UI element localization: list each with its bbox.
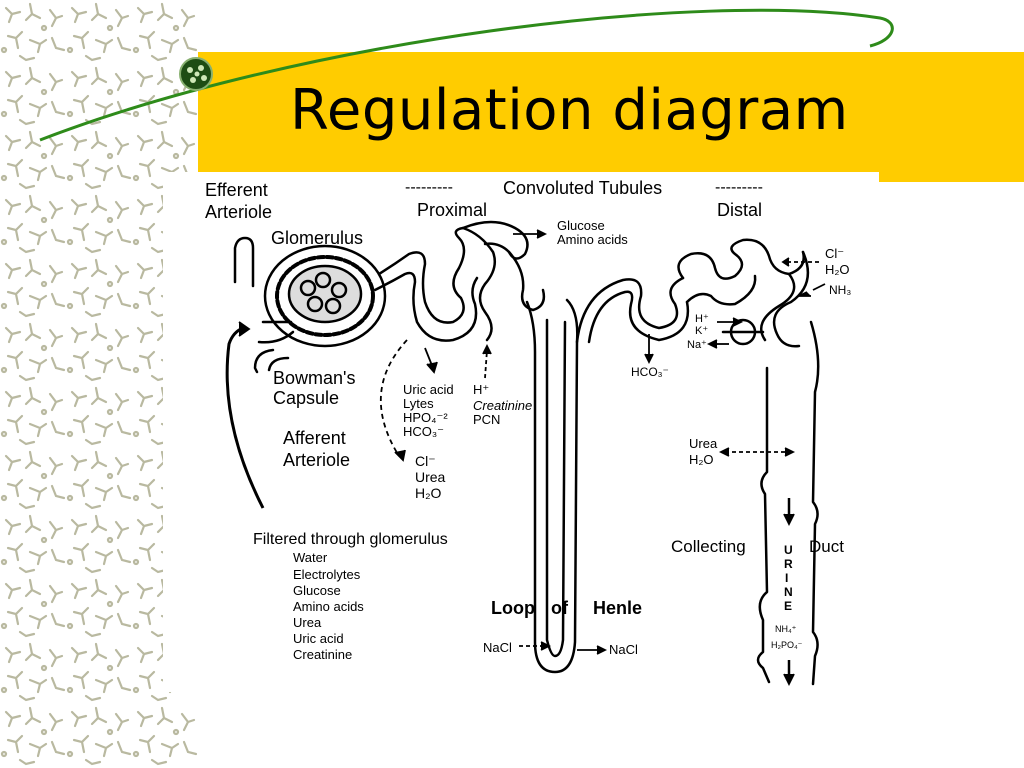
filtered-item-0: Water bbox=[293, 550, 328, 565]
label-nh3: NH₃ bbox=[829, 283, 851, 297]
label-afferent: Afferent bbox=[283, 428, 346, 448]
glomerulus-shape bbox=[263, 244, 387, 348]
label-h2o-right2: H₂O bbox=[689, 452, 714, 467]
label-pcn: PCN bbox=[473, 412, 500, 427]
label-henle: Henle bbox=[593, 598, 642, 618]
collecting-duct-shape bbox=[756, 366, 771, 684]
label-capsule: Capsule bbox=[273, 388, 339, 408]
filtered-item-5: Uric acid bbox=[293, 631, 344, 646]
label-amino-acids-top: Amino acids bbox=[557, 232, 628, 247]
label-hpo4: HPO₄⁻² bbox=[403, 410, 448, 425]
label-loop: Loop bbox=[491, 598, 535, 618]
filtered-item-6: Creatinine bbox=[293, 647, 352, 662]
filtered-item-4: Urea bbox=[293, 615, 322, 630]
distal-tubule-shape bbox=[677, 238, 805, 280]
label-creatinine-mid: Creatinine bbox=[473, 398, 532, 413]
label-convoluted-tubules: Convoluted Tubules bbox=[503, 178, 662, 198]
label-hco3-left: HCO₃⁻ bbox=[403, 424, 444, 439]
nephron-diagram: Efferent Arteriole Glomerulus --------- … bbox=[205, 178, 851, 687]
label-k-plus: K⁺ bbox=[695, 325, 708, 337]
urine-letter-2: I bbox=[785, 571, 788, 585]
filtered-item-3: Amino acids bbox=[293, 599, 364, 614]
filtered-item-2: Glucose bbox=[293, 583, 341, 598]
filtered-list: Water Electrolytes Glucose Amino acids U… bbox=[293, 550, 364, 662]
label-distal: Distal bbox=[717, 200, 762, 220]
filtered-heading: Filtered through glomerulus bbox=[253, 531, 448, 548]
label-h2po4: H₂PO₄⁻ bbox=[771, 640, 803, 650]
label-nacl-left: NaCl bbox=[483, 640, 512, 655]
label-cl-left: Cl⁻ bbox=[415, 453, 436, 469]
label-h2o-left: H₂O bbox=[415, 485, 442, 501]
efferent-arteriole-shape bbox=[233, 236, 255, 288]
label-of: of bbox=[551, 598, 569, 618]
label-urea-left: Urea bbox=[415, 469, 446, 485]
loop-of-henle-shape bbox=[525, 298, 579, 674]
label-glomerulus: Glomerulus bbox=[271, 228, 363, 248]
proximal-tubule-shape bbox=[377, 226, 496, 342]
label-nh4: NH₄⁺ bbox=[775, 624, 797, 634]
label-uric-acid: Uric acid bbox=[403, 382, 454, 397]
label-proximal: Proximal bbox=[417, 200, 487, 220]
label-duct: Duct bbox=[809, 537, 844, 556]
label-na-plus: Na⁺ bbox=[687, 339, 707, 351]
label-h-plus-mid: H⁺ bbox=[473, 382, 489, 397]
slide-title: Regulation diagram bbox=[290, 78, 849, 143]
label-bowmans: Bowman's bbox=[273, 368, 355, 388]
filtered-item-1: Electrolytes bbox=[293, 567, 361, 582]
label-efferent: Efferent bbox=[205, 180, 268, 200]
label-dash-right: --------- bbox=[715, 179, 763, 196]
label-efferent-arteriole: Arteriole bbox=[205, 202, 272, 222]
label-dash-left: --------- bbox=[405, 179, 453, 196]
afferent-flow-arrow bbox=[225, 326, 265, 509]
label-lytes: Lytes bbox=[403, 396, 434, 411]
urine-letter-4: E bbox=[784, 599, 792, 613]
urine-letter-1: R bbox=[784, 557, 793, 571]
label-cl-right: Cl⁻ bbox=[825, 246, 844, 261]
label-urea-right: Urea bbox=[689, 436, 718, 451]
urine-letter-0: U bbox=[784, 543, 793, 557]
urine-letter-3: N bbox=[784, 585, 793, 599]
urine-letters: U R I N E bbox=[784, 543, 793, 613]
afferent-arteriole-shape bbox=[257, 320, 295, 344]
label-glucose: Glucose bbox=[557, 218, 605, 233]
label-collecting: Collecting bbox=[671, 537, 746, 556]
label-h2o-right: H₂O bbox=[825, 262, 850, 277]
label-h-plus-right: H⁺ bbox=[695, 313, 709, 325]
label-nacl-right: NaCl bbox=[609, 642, 638, 657]
label-afferent-arteriole: Arteriole bbox=[283, 450, 350, 470]
label-hco3-right: HCO₃⁻ bbox=[631, 365, 669, 379]
